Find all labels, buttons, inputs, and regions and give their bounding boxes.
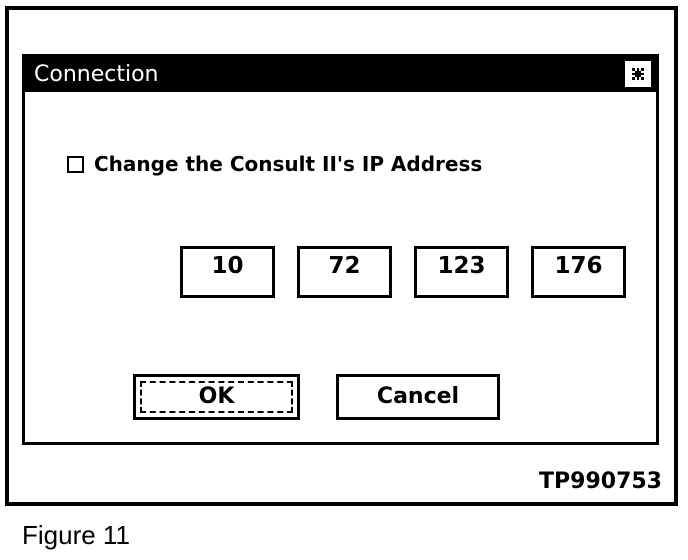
dialog-title-bar[interactable]: Connection [25,57,656,92]
dialog-button-row: OK Cancel [133,374,500,420]
connection-dialog-window: Connection [22,54,659,445]
ip-octet-field-1[interactable]: 10 [180,246,275,298]
change-ip-checkbox-row[interactable]: Change the Consult II's IP Address [67,154,482,174]
change-ip-checkbox[interactable] [67,155,84,173]
cancel-button[interactable]: Cancel [336,374,500,420]
drawing-code: TP990753 [539,469,662,494]
ip-octet-value-1: 10 [211,253,244,279]
figure-caption: Figure 11 [22,520,130,550]
ip-octet-field-3[interactable]: 123 [414,246,509,298]
ok-button-label: OK [198,384,235,409]
dialog-body: Change the Consult II's IP Address 10 72… [25,92,656,442]
ip-address-octet-row: 10 72 123 176 [180,246,626,298]
ip-octet-field-4[interactable]: 176 [531,246,626,298]
ip-octet-value-4: 176 [554,253,603,279]
ip-octet-value-3: 123 [437,253,486,279]
close-button[interactable] [625,61,651,87]
cancel-button-label: Cancel [376,384,460,409]
ip-octet-value-2: 72 [328,253,361,279]
change-ip-checkbox-label: Change the Consult II's IP Address [94,152,483,176]
close-icon [632,68,644,80]
ok-button[interactable]: OK [133,374,300,420]
focus-ring [140,381,293,413]
dialog-title: Connection [34,62,159,87]
figure-frame: Connection [5,6,678,506]
ip-octet-field-2[interactable]: 72 [297,246,392,298]
